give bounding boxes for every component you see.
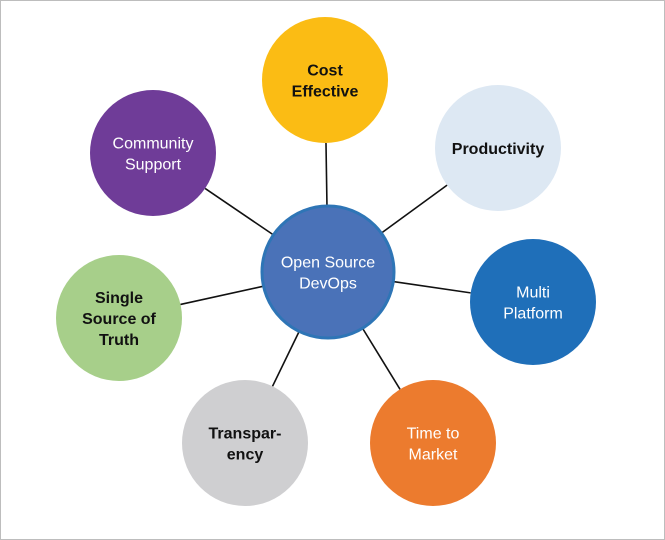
community-support-circle <box>90 90 216 216</box>
transparency-label-line: Transpar- <box>209 426 282 443</box>
single-source-of-truth-label-line: Truth <box>99 332 139 349</box>
multi-platform-circle <box>470 239 596 365</box>
nodes: CostEffectiveProductivityMultiPlatformTi… <box>56 17 596 506</box>
time-to-market-label-line: Time to <box>407 426 460 443</box>
node-productivity: Productivity <box>435 85 561 211</box>
connector-cost-effective <box>325 142 328 207</box>
cost-effective-label-line: Effective <box>292 84 359 101</box>
multi-platform-label-line: Multi <box>516 285 550 302</box>
connector-transparency <box>271 331 300 387</box>
community-support-label-line: Community <box>113 136 194 153</box>
transparency-circle <box>182 380 308 506</box>
time-to-market-circle <box>370 380 496 506</box>
node-transparency: Transpar-ency <box>182 380 308 506</box>
single-source-of-truth-label-line: Single <box>95 290 143 307</box>
cost-effective-circle <box>262 17 388 143</box>
productivity-label-line: Productivity <box>452 141 545 158</box>
single-source-of-truth-label-line: Source of <box>82 311 156 328</box>
time-to-market-label-line: Market <box>409 447 458 464</box>
multi-platform-label-line: Platform <box>503 306 563 323</box>
transparency-label-line: ency <box>227 447 264 464</box>
connectors <box>180 142 471 390</box>
cost-effective-label-line: Cost <box>307 63 343 80</box>
node-time-to-market: Time to Market <box>370 380 496 506</box>
hub-circle <box>260 204 396 340</box>
connector-time-to-market <box>361 327 401 390</box>
connector-productivity <box>380 184 448 234</box>
community-support-label-line: Support <box>125 157 182 174</box>
productivity-circle <box>435 85 561 211</box>
connector-community-support <box>204 187 274 236</box>
connector-multi-platform <box>393 280 471 294</box>
hub-label-line: DevOps <box>299 276 357 293</box>
hub-label-line: Open Source <box>281 255 375 272</box>
connector-single-source-of-truth <box>180 285 264 306</box>
single-source-of-truth-circle <box>56 255 182 381</box>
